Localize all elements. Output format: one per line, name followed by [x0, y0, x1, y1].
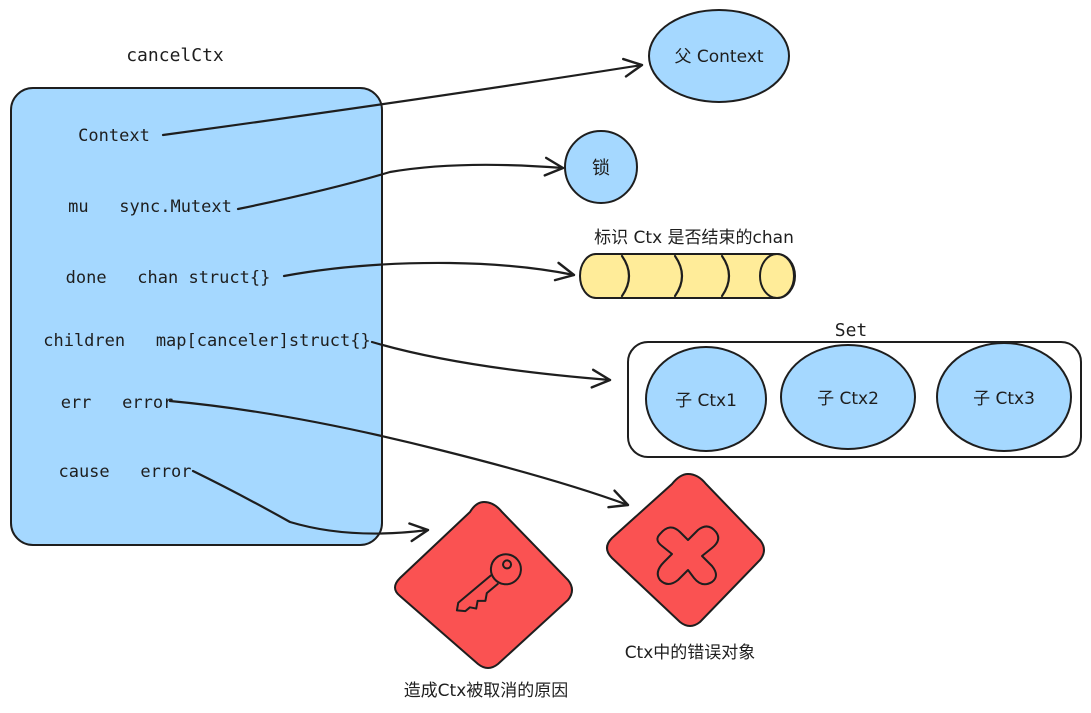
- arrow-cause-to-diamond: [191, 469, 430, 543]
- arrow-children-to-set: [370, 340, 612, 389]
- arrow-context-to-parent: [161, 57, 644, 137]
- child-ctx1-label: 子 Ctx1: [675, 391, 737, 411]
- field-mu: mu sync.Mutext: [68, 197, 232, 217]
- parent-context-node: [648, 9, 790, 103]
- field-err: err error: [61, 393, 174, 413]
- arrow-err-to-diamond: [168, 399, 630, 509]
- child-ctx1-node: [645, 346, 767, 452]
- child-ctx3-node: [936, 342, 1072, 452]
- child-ctx2-label: 子 Ctx2: [817, 389, 879, 409]
- child-ctx2-node: [780, 344, 916, 450]
- lock-label: 锁: [592, 158, 610, 179]
- err-label: Ctx中的错误对象: [625, 643, 756, 663]
- x-icon: [656, 525, 720, 586]
- key-icon: [455, 553, 522, 613]
- field-children: children map[canceler]struct{}: [43, 331, 371, 351]
- parent-context-label: 父 Context: [674, 47, 763, 67]
- cancelctx-struct-box: [10, 87, 383, 546]
- cause-diamond: [394, 500, 573, 669]
- struct-title: cancelCtx: [126, 45, 224, 66]
- field-context: Context: [78, 126, 150, 146]
- arrow-done-to-chan: [282, 261, 576, 282]
- arrow-mu-to-lock: [236, 156, 565, 211]
- field-done: done chan struct{}: [66, 268, 271, 288]
- set-label: Set: [835, 320, 868, 341]
- err-diamond: [606, 472, 765, 627]
- chan-label: 标识 Ctx 是否结束的chan: [594, 228, 794, 248]
- field-cause: cause error: [58, 462, 191, 482]
- child-ctx3-label: 子 Ctx3: [973, 389, 1035, 409]
- chan-cylinder-icon: [579, 253, 796, 299]
- cause-label: 造成Ctx被取消的原因: [404, 681, 569, 701]
- lock-node: [564, 130, 638, 204]
